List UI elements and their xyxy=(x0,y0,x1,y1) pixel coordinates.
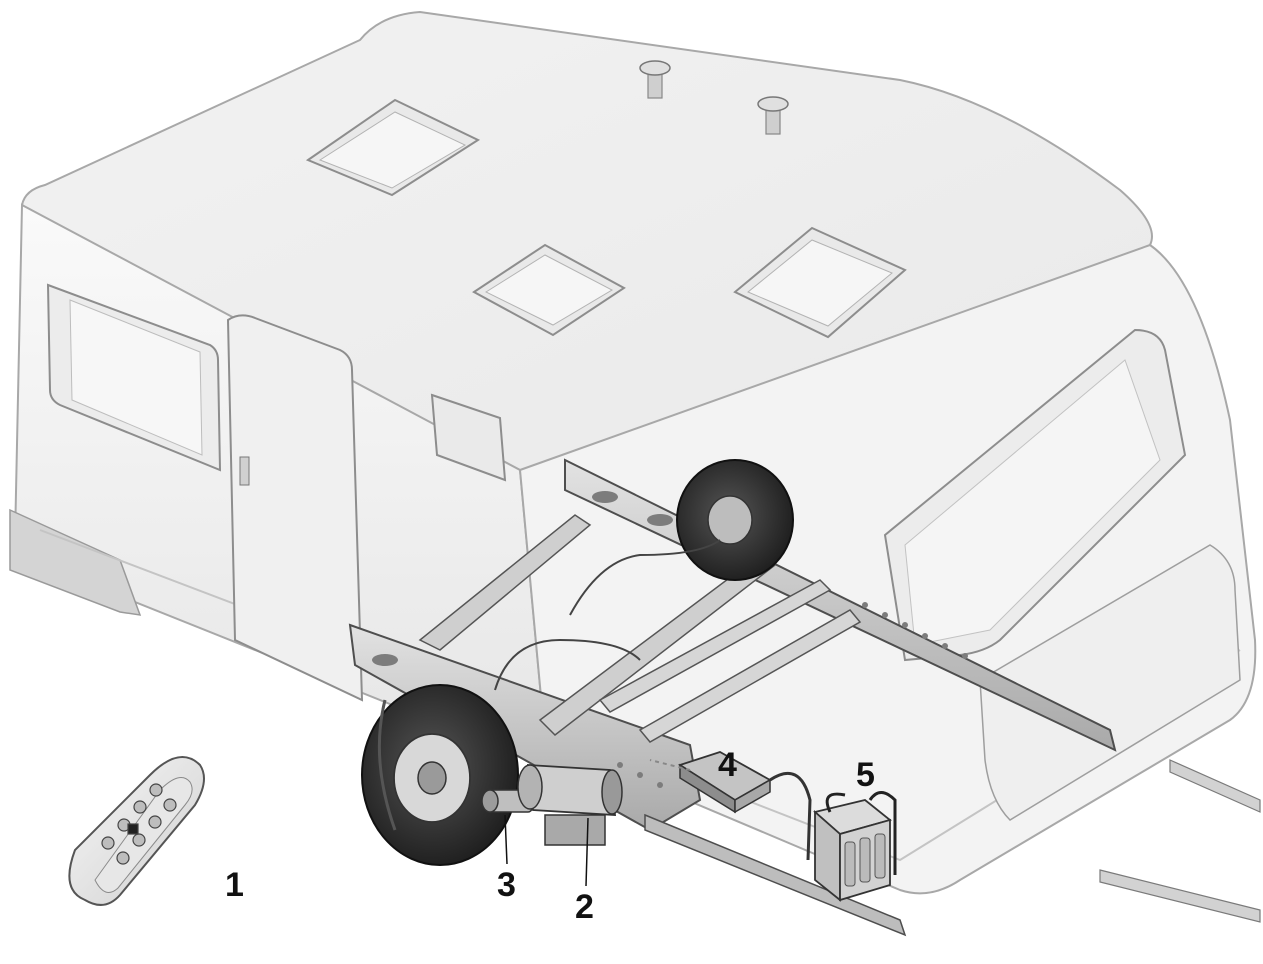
front-lower-window xyxy=(979,544,1241,821)
wheel-near xyxy=(361,684,519,866)
chassis-cross-member xyxy=(418,514,592,651)
a-frame xyxy=(1169,759,1261,813)
remote-button xyxy=(101,836,115,850)
front-window xyxy=(883,328,1187,662)
entrance-door xyxy=(226,314,364,702)
a-frame xyxy=(1099,869,1261,923)
roof-vent xyxy=(747,239,893,327)
remote-button xyxy=(163,798,177,812)
roof-vents xyxy=(305,60,907,339)
callout-2: 2 xyxy=(575,888,594,926)
chassis-cross-member xyxy=(638,609,862,743)
remote-button xyxy=(148,815,162,829)
roof-cap xyxy=(639,60,671,99)
callout-4: 4 xyxy=(718,746,737,784)
remote-control xyxy=(68,756,205,906)
remote-button xyxy=(116,851,130,865)
callout-1: 1 xyxy=(225,866,244,904)
door-handle xyxy=(239,456,250,486)
roof-vent xyxy=(484,254,614,326)
control-unit xyxy=(677,751,812,861)
remote-button xyxy=(132,833,146,847)
remote-buttons xyxy=(101,783,177,865)
roof-vent xyxy=(318,111,467,189)
battery xyxy=(813,791,897,902)
callouts: 1 2 3 4 5 xyxy=(225,746,875,926)
remote-button xyxy=(149,783,163,797)
remote-center-button xyxy=(127,823,139,835)
remote-button xyxy=(133,800,147,814)
drive-motor xyxy=(517,764,623,846)
wheel-far xyxy=(676,459,794,581)
leader-line-2 xyxy=(585,817,589,887)
rear-bumper xyxy=(9,508,142,616)
side-window-rear xyxy=(46,283,222,472)
side-window-small xyxy=(430,393,507,482)
chassis-cross-member xyxy=(538,554,777,736)
callout-3: 3 xyxy=(497,866,516,904)
callout-5: 5 xyxy=(856,756,875,794)
cabling xyxy=(494,539,721,771)
chassis-cross-member xyxy=(598,579,832,713)
roof-cap xyxy=(757,96,789,135)
lower-sill xyxy=(644,813,907,937)
leader-line-3 xyxy=(504,814,508,865)
